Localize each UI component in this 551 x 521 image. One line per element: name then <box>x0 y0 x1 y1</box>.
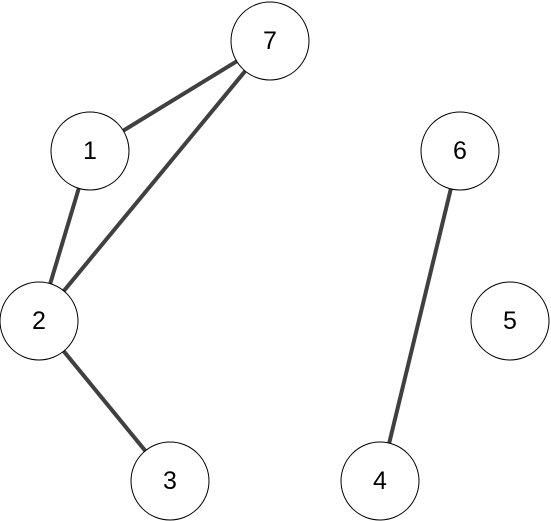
node-circle <box>130 441 210 521</box>
node-1: 1 <box>50 111 130 191</box>
node-label: 1 <box>83 137 97 165</box>
node-label: 4 <box>373 467 387 495</box>
node-5: 5 <box>470 281 550 361</box>
node-label: 3 <box>163 467 177 495</box>
node-circle <box>230 1 310 81</box>
node-2: 2 <box>0 281 79 361</box>
node-6: 6 <box>420 111 500 191</box>
node-label: 6 <box>453 137 467 165</box>
edge-6-4 <box>387 188 453 444</box>
edge-layer <box>48 59 453 453</box>
edge-7-2 <box>62 69 247 293</box>
edge-1-2 <box>48 187 81 285</box>
node-label: 2 <box>32 307 46 335</box>
node-3: 3 <box>130 441 210 521</box>
node-label: 5 <box>503 307 517 335</box>
edge-7-1 <box>122 59 238 133</box>
node-circle <box>50 111 130 191</box>
node-7: 7 <box>230 1 310 81</box>
node-4: 4 <box>340 441 420 521</box>
edge-2-3 <box>62 349 147 453</box>
node-circle <box>0 281 79 361</box>
node-circle <box>420 111 500 191</box>
node-circle <box>340 441 420 521</box>
node-label: 7 <box>263 27 277 55</box>
node-circle <box>470 281 550 361</box>
